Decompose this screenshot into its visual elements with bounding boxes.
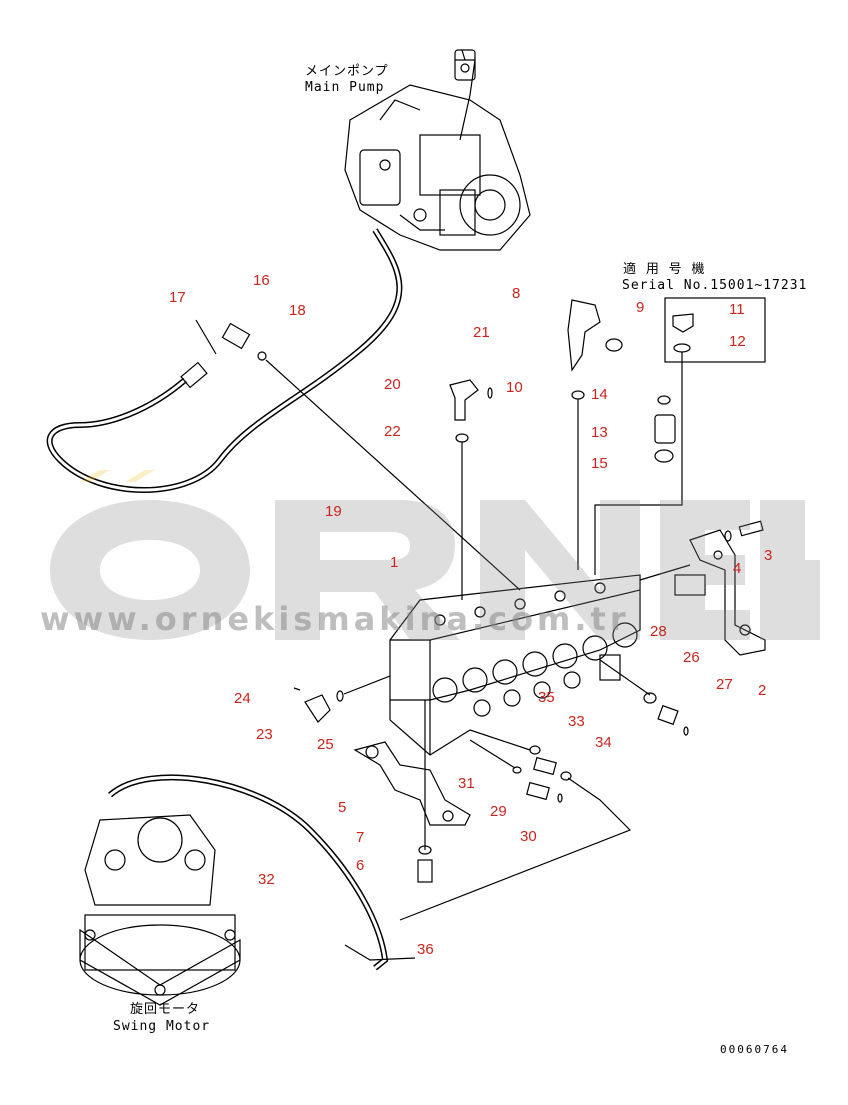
- callout-4: 4: [733, 560, 742, 577]
- callout-22: 22: [384, 423, 401, 440]
- callout-10: 10: [506, 379, 523, 396]
- serial-label-jp: 適 用 号 機: [623, 262, 706, 277]
- main-pump-label-en: Main Pump: [305, 80, 385, 95]
- callout-25: 25: [317, 736, 334, 753]
- swing-motor-illustration: [79, 814, 241, 1006]
- serial-number-label: Serial No.15001~17231: [622, 278, 808, 293]
- callout-14: 14: [591, 386, 608, 403]
- callout-19: 19: [325, 503, 342, 520]
- callout-29: 29: [490, 803, 507, 820]
- callout-5: 5: [338, 799, 347, 816]
- callout-35: 35: [538, 689, 555, 706]
- callout-1: 1: [390, 554, 399, 571]
- callout-20: 20: [384, 376, 401, 393]
- callout-3: 3: [764, 547, 773, 564]
- swing-motor-label-jp: 旋回モータ: [130, 1002, 201, 1017]
- callout-17: 17: [169, 289, 186, 306]
- drawing-code: 00060764: [720, 1043, 789, 1056]
- swing-motor-label-en: Swing Motor: [113, 1019, 211, 1034]
- callout-11: 11: [729, 301, 745, 318]
- callout-7: 7: [356, 829, 365, 846]
- callout-27: 27: [716, 676, 733, 693]
- callout-15: 15: [591, 455, 608, 472]
- callout-30: 30: [520, 828, 537, 845]
- callout-12: 12: [729, 333, 746, 350]
- main-pump-illustration: [344, 49, 531, 251]
- control-valve-illustration: [389, 574, 641, 756]
- watermark-logo: [50, 470, 820, 640]
- main-pump-label-jp: メインポンプ: [305, 64, 389, 79]
- callout-2: 2: [758, 682, 767, 699]
- callout-13: 13: [591, 424, 608, 441]
- callout-18: 18: [289, 302, 306, 319]
- callout-9: 9: [636, 299, 645, 316]
- callout-26: 26: [683, 649, 700, 666]
- callout-34: 34: [595, 734, 612, 751]
- callout-36: 36: [417, 941, 434, 958]
- callout-8: 8: [512, 285, 521, 302]
- callout-6: 6: [356, 857, 365, 874]
- callout-16: 16: [253, 272, 270, 289]
- callout-33: 33: [568, 713, 585, 730]
- callout-32: 32: [258, 871, 275, 888]
- callout-21: 21: [473, 324, 490, 341]
- callout-24: 24: [234, 690, 251, 707]
- callout-23: 23: [256, 726, 273, 743]
- watermark-url: www.ornekismakina.com.tr: [40, 600, 630, 638]
- callout-31: 31: [458, 775, 475, 792]
- callout-28: 28: [650, 623, 667, 640]
